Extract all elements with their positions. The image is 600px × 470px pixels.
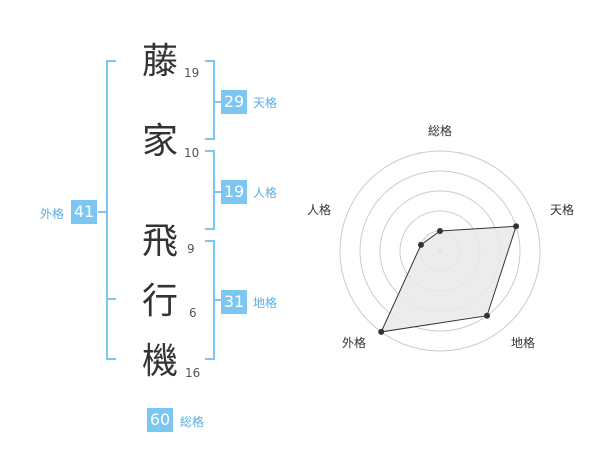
stroke-count-3: 9 xyxy=(187,242,195,256)
jinkaku-bracket-bottom xyxy=(205,228,215,230)
radar-point xyxy=(378,328,385,335)
tenkaku-bracket-top xyxy=(205,60,215,62)
jinkaku-label: 人格 xyxy=(253,186,278,200)
chikaku-connector xyxy=(215,299,221,301)
tenkaku-score: 29 xyxy=(221,90,247,114)
radar-axis-label-chikaku: 地格 xyxy=(511,336,536,350)
chikaku-bracket-bottom xyxy=(205,358,215,360)
radar-point xyxy=(417,241,424,248)
radar-shape xyxy=(380,225,517,333)
jinkaku-bracket-vertical xyxy=(213,150,215,230)
radar-axis-label-tenkaku: 天格 xyxy=(550,203,575,217)
jinkaku-bracket-top xyxy=(205,150,215,152)
radar-points xyxy=(378,223,520,335)
stroke-count-5: 16 xyxy=(185,366,201,380)
chikaku-label: 地格 xyxy=(253,296,278,310)
name-char-1: 藤 xyxy=(141,41,178,82)
name-char-5: 機 xyxy=(141,341,178,382)
gaikaku-bracket-mid xyxy=(106,298,116,300)
radar-axis-label-soukaku: 総格 xyxy=(428,124,453,138)
gaikaku-bracket-vertical xyxy=(106,60,108,360)
chikaku-bracket-top xyxy=(205,240,215,242)
soukaku-label: 総格 xyxy=(180,415,205,429)
chikaku-bracket-vertical xyxy=(213,240,215,360)
radar-grid-ring xyxy=(339,150,541,352)
stroke-count-4: 6 xyxy=(189,306,197,320)
stroke-count-2: 10 xyxy=(184,146,200,160)
gaikaku-label: 外格 xyxy=(40,207,65,221)
jinkaku-connector xyxy=(215,191,221,193)
radar-axis-label-gaikaku: 外格 xyxy=(342,336,367,350)
soukaku-score: 60 xyxy=(147,408,173,432)
tenkaku-bracket-bottom xyxy=(205,138,215,140)
radar-grid-ring xyxy=(359,170,521,332)
radar-point xyxy=(513,223,520,230)
radar-axis-label-jinkaku: 人格 xyxy=(307,203,332,217)
radar-point xyxy=(437,228,443,234)
gaikaku-score: 41 xyxy=(71,200,97,224)
gaikaku-connector xyxy=(98,211,106,213)
name-char-3: 飛 xyxy=(141,221,178,262)
tenkaku-connector xyxy=(215,101,221,103)
tenkaku-label: 天格 xyxy=(253,96,278,110)
chikaku-score: 31 xyxy=(221,290,247,314)
gaikaku-bracket-top xyxy=(106,60,116,62)
gaikaku-bracket-bottom xyxy=(106,358,116,360)
tenkaku-bracket-vertical xyxy=(213,60,215,140)
name-char-2: 家 xyxy=(141,121,178,162)
name-char-4: 行 xyxy=(141,281,178,322)
radar-point xyxy=(484,312,491,319)
radar-polygon xyxy=(380,225,517,333)
stroke-count-1: 19 xyxy=(184,66,200,80)
jinkaku-score: 19 xyxy=(221,180,247,204)
